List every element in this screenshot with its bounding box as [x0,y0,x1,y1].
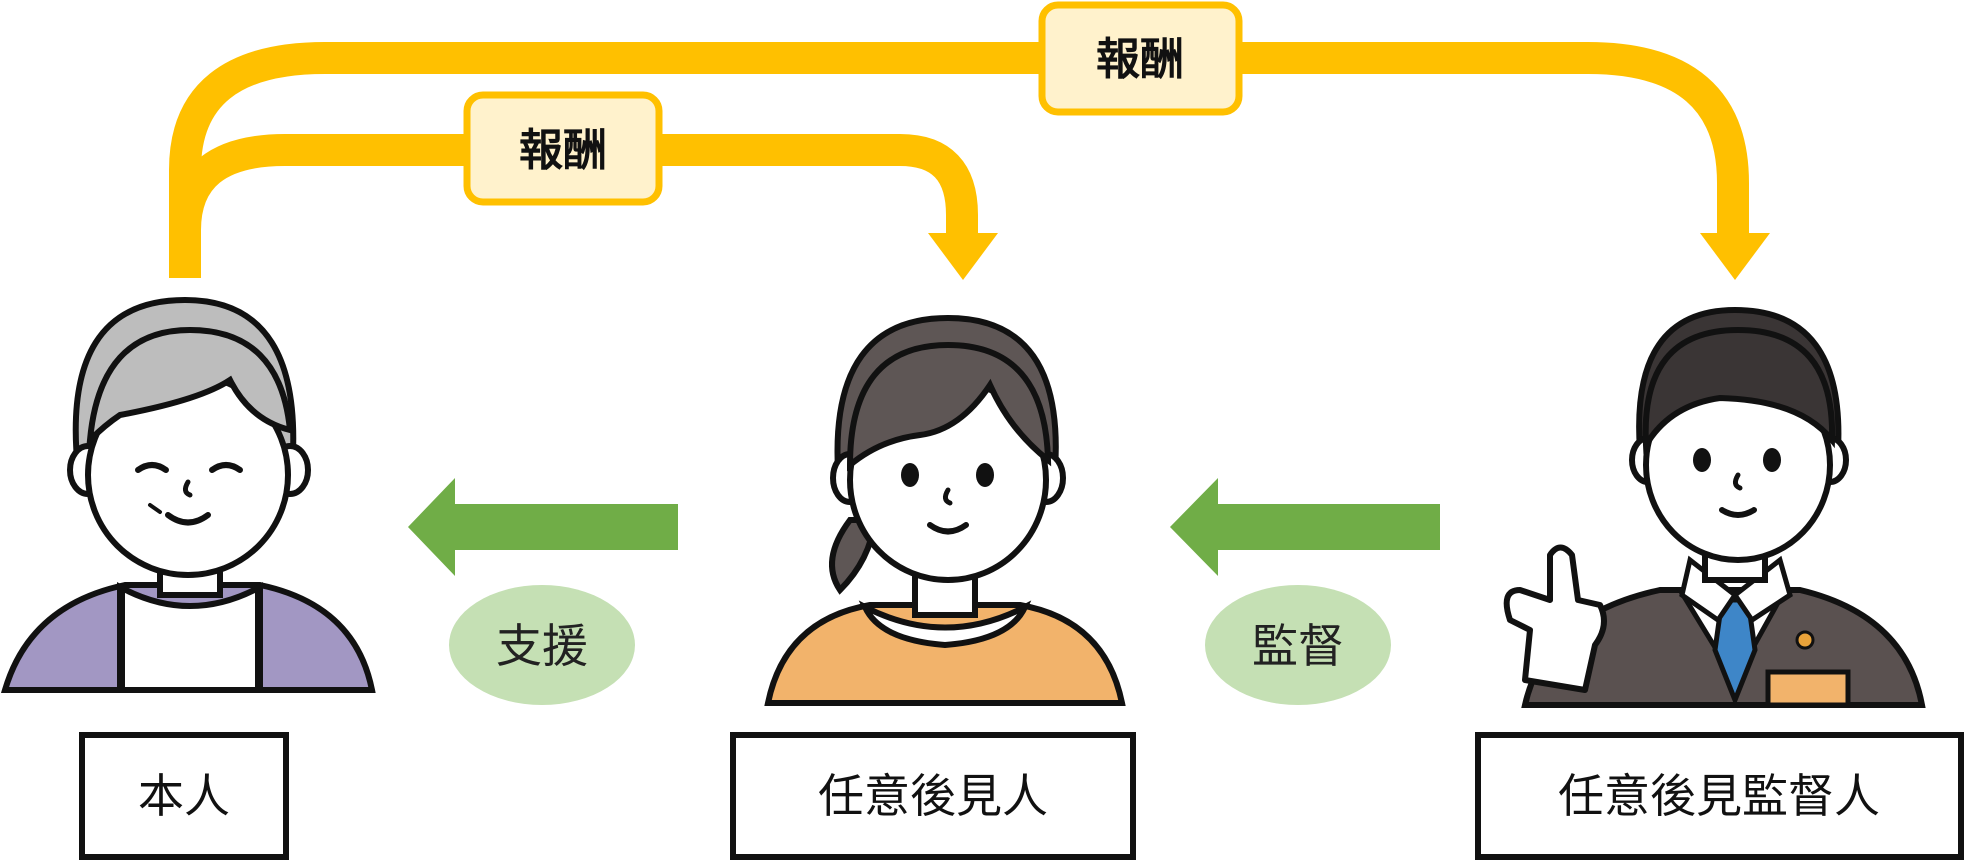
woman-icon [764,314,1126,706]
reward-arrows: 報酬 報酬 [169,1,1770,280]
reward-tag-inner-label: 報酬 [519,125,607,176]
reward-tag-top-label: 報酬 [1096,34,1184,85]
reward-tag-top: 報酬 [1038,1,1243,116]
supervision-arrow [1170,478,1440,576]
elderly-woman-icon [0,296,376,693]
reward-arrow-inner-head [928,233,998,280]
reward-tag-inner: 報酬 [463,91,663,206]
guardian-box: 任意後見人 [730,732,1136,860]
reward-arrow-outer-path [169,42,1749,278]
reward-arrow-outer-head [1700,233,1770,280]
principal-label: 本人 [138,769,230,823]
supervision-bubble-label: 監督 [1252,619,1344,673]
support-bubble: 支援 [449,585,635,705]
supervision-bubble: 監督 [1205,585,1391,705]
reward-arrow-inner-path [169,134,978,235]
supervisor-box: 任意後見監督人 [1475,732,1964,860]
support-bubble-label: 支援 [496,619,588,673]
businessman-icon [1503,306,1926,708]
supervisor-label: 任意後見監督人 [1558,769,1880,823]
guardian-label: 任意後見人 [818,769,1048,823]
support-arrow [408,478,678,576]
principal-box: 本人 [79,732,289,860]
